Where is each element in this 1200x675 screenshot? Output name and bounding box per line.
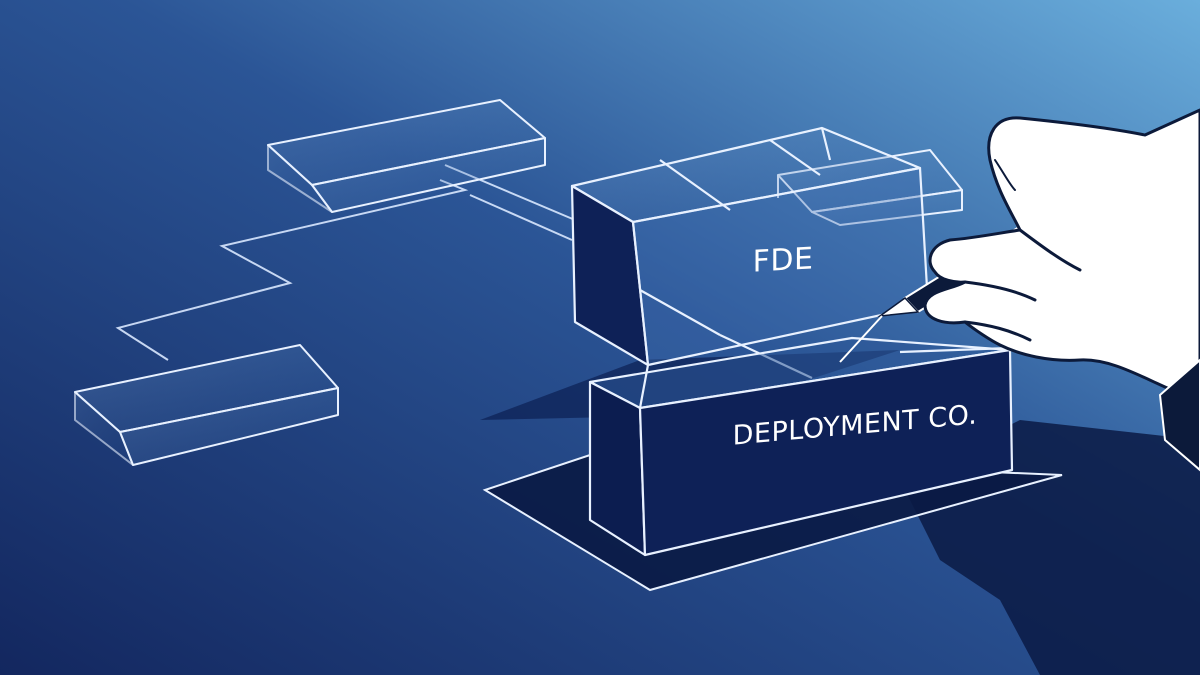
left-box	[74, 344, 339, 466]
sleeve	[1158, 358, 1200, 472]
fde-box	[570, 126, 930, 379]
floor-outline	[482, 453, 1063, 592]
deployment-box	[588, 336, 1014, 557]
top-left-box	[267, 99, 546, 213]
hand	[923, 108, 1200, 402]
